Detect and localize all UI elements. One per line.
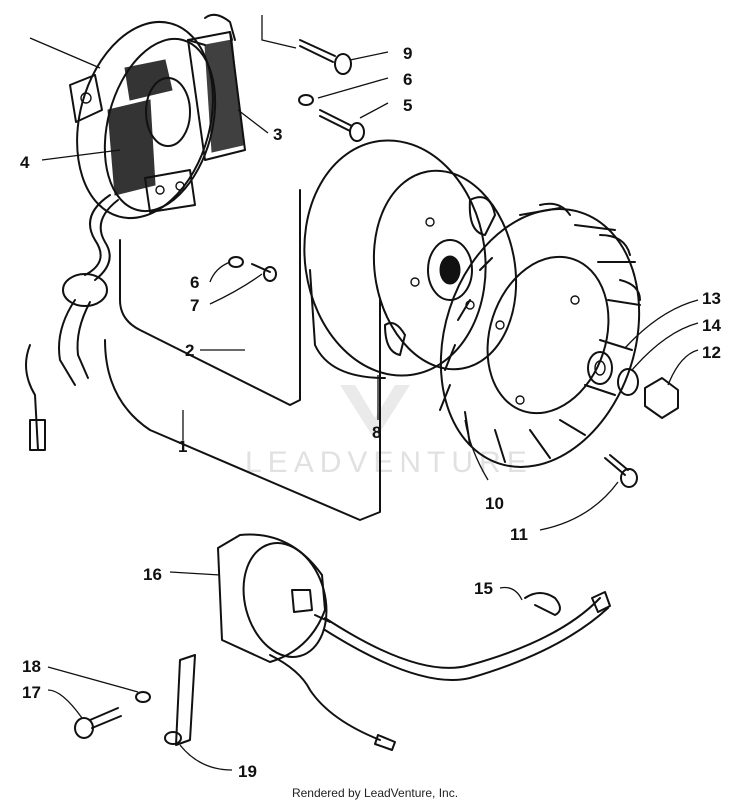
callout-12: 12 xyxy=(702,343,721,362)
callout-6-lower: 6 xyxy=(190,273,199,292)
watermark-text: LEADVENTURE xyxy=(245,446,533,479)
callout-18: 18 xyxy=(22,657,41,676)
callout-6-top: 6 xyxy=(403,70,412,89)
cooling-fan xyxy=(439,202,641,468)
callout-13: 13 xyxy=(702,289,721,308)
callout-16: 16 xyxy=(143,565,162,584)
callout-5: 5 xyxy=(403,96,412,115)
callout-15: 15 xyxy=(474,579,493,598)
callout-4: 4 xyxy=(20,153,30,172)
callout-11: 11 xyxy=(510,525,528,544)
leader-lines xyxy=(29,15,699,771)
callout-10: 10 xyxy=(485,494,504,513)
wire-clip xyxy=(524,592,561,616)
callout-19: 19 xyxy=(238,762,257,781)
callout-1: 1 xyxy=(178,437,187,456)
callout-14: 14 xyxy=(702,316,721,335)
coil-bracket xyxy=(74,654,196,746)
ignition-coil xyxy=(217,533,611,751)
callout-8: 8 xyxy=(372,423,381,442)
callout-3: 3 xyxy=(273,125,282,144)
callout-7: 7 xyxy=(190,296,199,315)
callout-17: 17 xyxy=(22,683,41,702)
wire-harness xyxy=(25,189,381,521)
callout-9: 9 xyxy=(403,44,412,63)
watermark: LEADVENTURE xyxy=(245,385,533,479)
fasteners xyxy=(228,39,638,488)
callouts: 1 2 3 4 5 6 6 7 8 9 10 11 12 13 14 15 16… xyxy=(20,44,721,781)
stator-plate xyxy=(69,13,236,220)
flywheel xyxy=(303,139,518,379)
hardware-stack xyxy=(587,351,679,419)
regulator-block xyxy=(187,31,246,161)
footer-credit: Rendered by LeadVenture, Inc. xyxy=(291,786,459,800)
callout-2: 2 xyxy=(185,341,194,360)
